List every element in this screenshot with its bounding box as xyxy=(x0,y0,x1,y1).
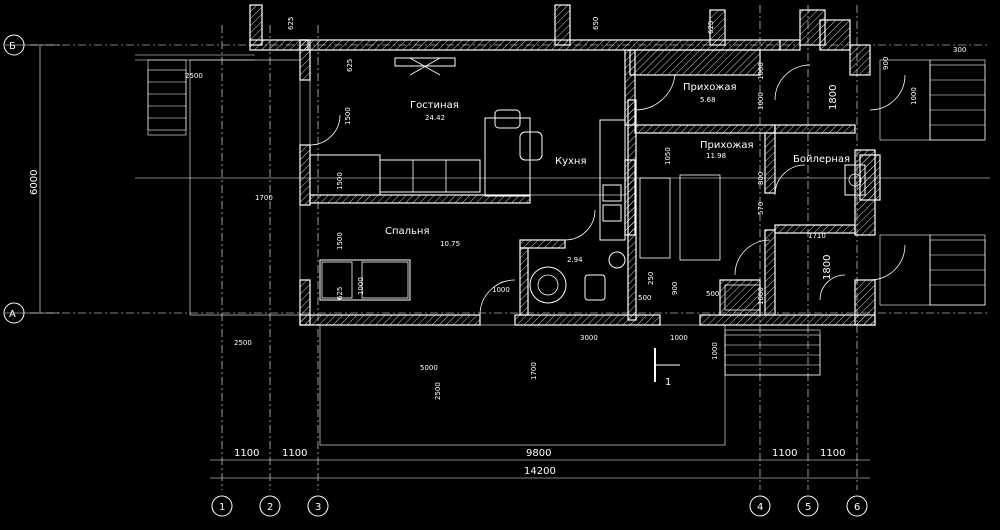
dim-2500-top: 2500 xyxy=(185,72,203,80)
dim-1000r3: 1000 xyxy=(757,92,765,110)
doors xyxy=(309,64,906,316)
dim-1000a: 1000 xyxy=(492,286,510,294)
misc-dimensions: 6000 2500 1700 2500 5000 1700 2500 3000 … xyxy=(29,17,966,400)
room-boiler-name: Бойлерная xyxy=(793,154,850,165)
inner-walls xyxy=(309,49,881,321)
dim-bottom-4: 1100 xyxy=(772,448,797,459)
dim-1000r4: 1000 xyxy=(757,287,765,305)
room-hall1-name: Прихожая xyxy=(683,82,737,93)
dim-1800b: 1800 xyxy=(822,255,833,280)
dim-625b: 625 xyxy=(346,59,354,72)
dim-625d: 625 xyxy=(707,21,715,34)
dim-570: 570 xyxy=(757,202,765,215)
dim-300: 300 xyxy=(953,46,966,54)
dim-5000: 5000 xyxy=(420,364,438,372)
axis-label-3: 3 xyxy=(315,502,321,513)
dim-1500a: 1500 xyxy=(344,107,352,125)
dim-250: 250 xyxy=(647,272,655,285)
dim-left-height: 6000 xyxy=(29,170,40,195)
dim-1000r1: 1000 xyxy=(910,87,918,105)
dim-1700v: 1700 xyxy=(530,362,538,380)
axis-label-4: 4 xyxy=(757,502,763,513)
dim-bottom-total: 14200 xyxy=(524,466,556,477)
dim-1700: 1700 xyxy=(255,194,273,202)
dim-bottom-2: 1100 xyxy=(282,448,307,459)
dim-1000b: 1000 xyxy=(670,334,688,342)
room-hall2-name: Прихожая xyxy=(700,140,754,151)
dim-500b: 500 xyxy=(706,290,719,298)
room-bath-area: 2.94 xyxy=(567,256,583,264)
dim-1000c: 1000 xyxy=(357,277,365,295)
room-kitchen-name: Кухня xyxy=(555,156,587,167)
dim-800: 800 xyxy=(757,172,765,185)
dim-bottom-1: 1100 xyxy=(234,448,259,459)
stairs xyxy=(147,64,986,376)
dim-1500b: 1500 xyxy=(336,172,344,190)
dim-1710: 1710 xyxy=(808,232,826,240)
section-label: 1 xyxy=(665,377,671,388)
dim-bottom-3: 9800 xyxy=(526,448,551,459)
room-bedroom-name: Спальня xyxy=(385,226,430,237)
axis-label-b: Б xyxy=(9,41,16,52)
dim-625a: 625 xyxy=(287,17,295,30)
dim-900: 900 xyxy=(882,57,890,70)
axis-label-2: 2 xyxy=(267,502,273,513)
room-bedroom-area: 10.75 xyxy=(440,240,460,248)
axis-lines xyxy=(30,5,990,490)
dim-3000: 3000 xyxy=(580,334,598,342)
bottom-dimensions: 1100 1100 9800 1100 1100 14200 xyxy=(210,448,870,479)
dim-2500v: 2500 xyxy=(434,382,442,400)
axis-label-6: 6 xyxy=(854,502,860,513)
room-labels: Гостиная 24.42 Прихожая 5.68 Кухня Прихо… xyxy=(385,82,850,264)
dim-500a: 500 xyxy=(638,294,651,302)
dim-650: 650 xyxy=(592,17,600,30)
room-hall2-area: 11.98 xyxy=(706,152,726,160)
dim-1000r2: 1000 xyxy=(757,62,765,80)
room-living-name: Гостиная xyxy=(410,100,459,111)
dim-1000r5: 1000 xyxy=(711,342,719,360)
axis-label-a: А xyxy=(9,309,16,320)
dim-900b: 900 xyxy=(671,282,679,295)
furniture xyxy=(309,57,866,311)
axis-markers: Б А 1 2 3 4 5 6 xyxy=(3,34,868,517)
dim-2500-bottom: 2500 xyxy=(234,339,252,347)
dim-bottom-5: 1100 xyxy=(820,448,845,459)
axis-label-1: 1 xyxy=(219,502,225,513)
dim-1050: 1050 xyxy=(664,147,672,165)
dim-625c: 625 xyxy=(336,287,344,300)
room-hall1-area: 5.68 xyxy=(700,96,716,104)
axis-label-5: 5 xyxy=(805,502,811,513)
dim-1800a: 1800 xyxy=(828,85,839,110)
dim-1500c: 1500 xyxy=(336,232,344,250)
section-mark: 1 xyxy=(654,348,680,388)
room-living-area: 24.42 xyxy=(425,114,445,122)
